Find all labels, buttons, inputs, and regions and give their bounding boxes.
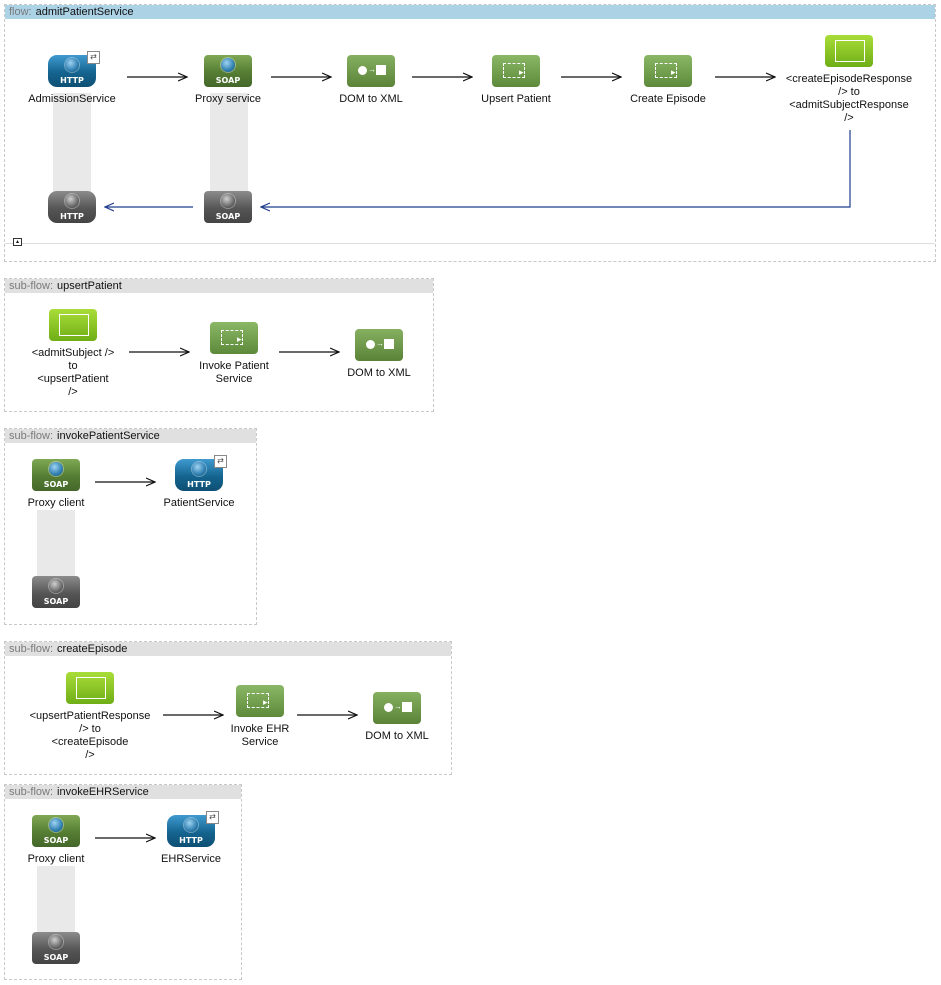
globe-icon (65, 194, 79, 208)
globe-icon (221, 194, 235, 208)
dom-to-xml-icon[interactable]: → (373, 692, 421, 724)
subflow-header[interactable]: sub-flow:createEpisode (5, 642, 451, 656)
flow-name: admitPatientService (35, 6, 134, 18)
globe-icon (65, 58, 79, 72)
admission-service-label: AdmissionService (28, 93, 116, 105)
soap-response-lane (37, 866, 75, 936)
flow-divider (5, 243, 935, 244)
transform-response-label: <createEpisodeResponse /> to <admitSubje… (785, 73, 913, 124)
subflow-header[interactable]: sub-flow:invokeEHRService (5, 785, 241, 799)
subflow-header[interactable]: sub-flow:invokePatientService (5, 429, 256, 443)
proxy-client-label: Proxy client (27, 497, 85, 509)
http-outbound-icon[interactable]: HTTP ⇄ (167, 811, 219, 847)
globe-icon (221, 58, 235, 72)
http-response-lane (53, 93, 91, 207)
flow-kind-label: flow: (9, 6, 32, 18)
exchange-pattern-icon: ⇄ (214, 455, 227, 468)
flow-ref-icon[interactable]: ▸ (236, 685, 284, 717)
http-outbound-icon[interactable]: HTTP ⇄ (175, 455, 227, 491)
transform-label: <admitSubject /> to <upsertPatient /> (31, 347, 115, 398)
proxy-service-label: Proxy service (194, 93, 262, 105)
soap-response-icon[interactable]: SOAP (32, 932, 80, 964)
dom-to-xml-label: DOM to XML (347, 367, 411, 379)
flow-ref-icon[interactable]: ▸ (210, 322, 258, 354)
http-response-icon[interactable]: HTTP (48, 191, 96, 223)
invoke-patient-label: Invoke Patient Service (199, 360, 269, 385)
transformer-icon[interactable] (49, 309, 97, 341)
exchange-pattern-icon: ⇄ (87, 51, 100, 64)
globe-icon (49, 462, 63, 476)
soap-response-lane (37, 510, 75, 580)
dom-to-xml-icon[interactable]: → (355, 329, 403, 361)
flow-ref-icon[interactable]: ▸ (492, 55, 540, 87)
proxy-client-label: Proxy client (27, 853, 85, 865)
soap-response-lane (210, 93, 248, 207)
globe-icon (49, 935, 63, 949)
soap-response-icon[interactable]: SOAP (32, 576, 80, 608)
patient-service-label: PatientService (163, 497, 235, 509)
flow-header[interactable]: flow:admitPatientService (5, 5, 935, 19)
transform-label: <upsertPatientResponse /> to <createEpis… (29, 710, 151, 761)
transformer-icon[interactable] (66, 672, 114, 704)
exchange-pattern-icon: ⇄ (206, 811, 219, 824)
globe-icon (192, 462, 206, 476)
http-endpoint-icon[interactable]: HTTP ⇄ (48, 51, 100, 87)
soap-client-icon[interactable]: SOAP (32, 815, 80, 847)
dom-to-xml-label: DOM to XML (339, 93, 403, 105)
soap-client-icon[interactable]: SOAP (32, 459, 80, 491)
ehr-service-label: EHRService (161, 853, 221, 865)
dom-to-xml-icon[interactable]: → (347, 55, 395, 87)
soap-proxy-icon[interactable]: SOAP (204, 55, 252, 87)
globe-icon (49, 579, 63, 593)
globe-icon (184, 818, 198, 832)
subflow-header[interactable]: sub-flow:upsertPatient (5, 279, 433, 293)
dom-to-xml-label: DOM to XML (365, 730, 429, 742)
invoke-ehr-label: Invoke EHR Service (230, 723, 290, 748)
soap-response-icon[interactable]: SOAP (204, 191, 252, 223)
flow-admit-patient-service: flow:admitPatientService ▴ (4, 4, 936, 262)
globe-icon (49, 818, 63, 832)
transformer-icon[interactable] (825, 35, 873, 67)
flow-ref-icon[interactable]: ▸ (644, 55, 692, 87)
collapse-icon[interactable]: ▴ (13, 238, 22, 246)
upsert-patient-label: Upsert Patient (481, 93, 551, 105)
create-episode-label: Create Episode (630, 93, 706, 105)
